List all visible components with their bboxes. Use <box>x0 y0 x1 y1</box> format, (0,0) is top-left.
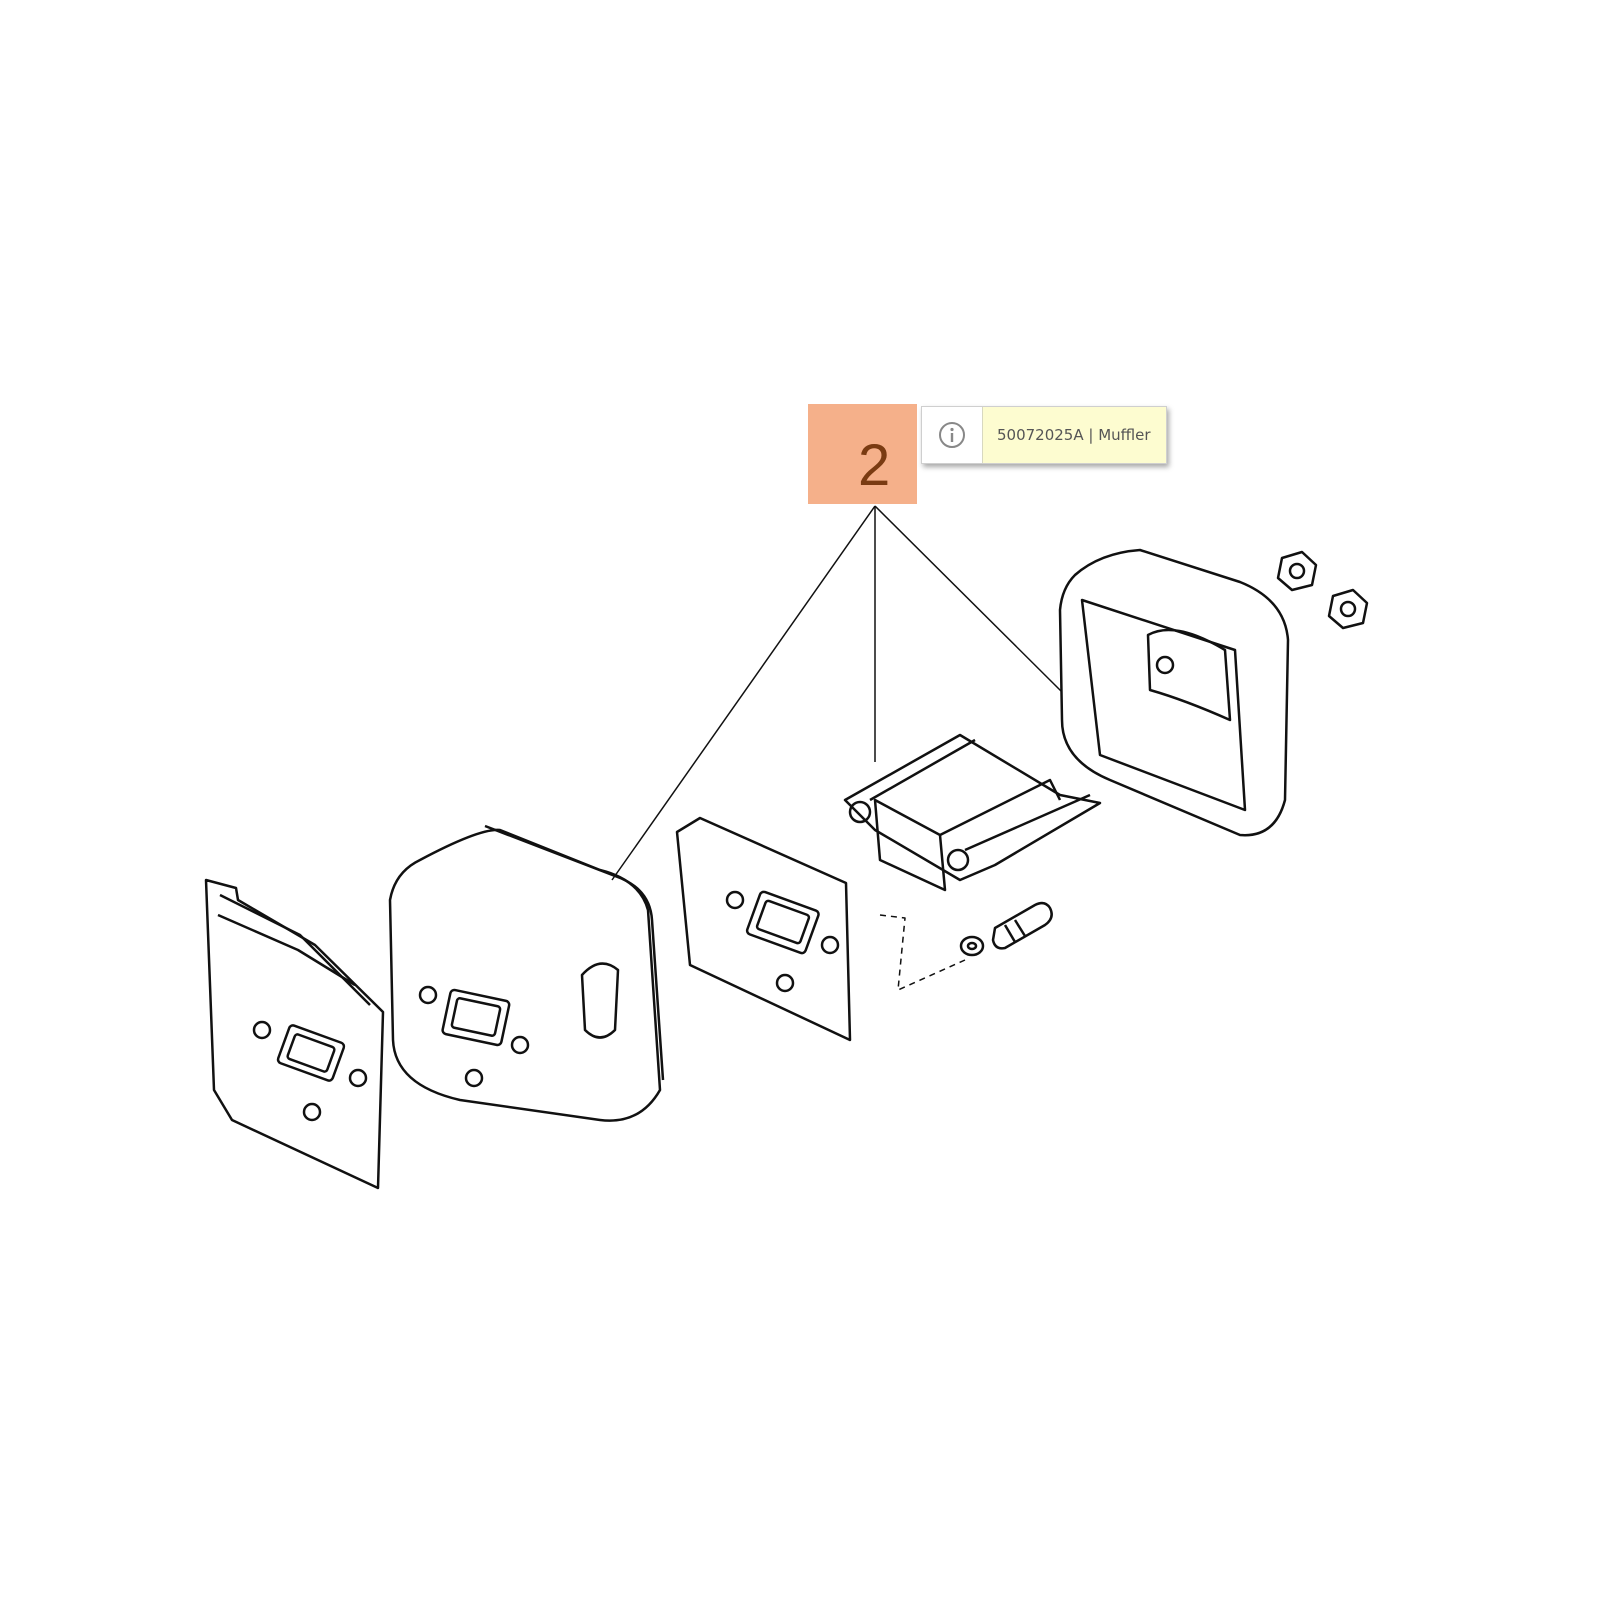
leader-lines <box>611 505 1063 991</box>
heat-shield-plate <box>204 878 385 1190</box>
part-tooltip: 50072025A | Muffler <box>921 406 1167 464</box>
callout-number: 2 <box>858 433 891 498</box>
muffler-insert <box>843 733 1102 892</box>
screw-and-washer <box>959 901 1053 957</box>
muffler-cover <box>1058 548 1290 837</box>
gasket <box>675 816 852 1042</box>
nuts <box>1276 550 1369 630</box>
muffler-body <box>388 824 665 1122</box>
info-icon <box>922 407 983 463</box>
tooltip-text: 50072025A | Muffler <box>997 426 1151 444</box>
part-callout-2[interactable]: 2 <box>808 404 917 504</box>
